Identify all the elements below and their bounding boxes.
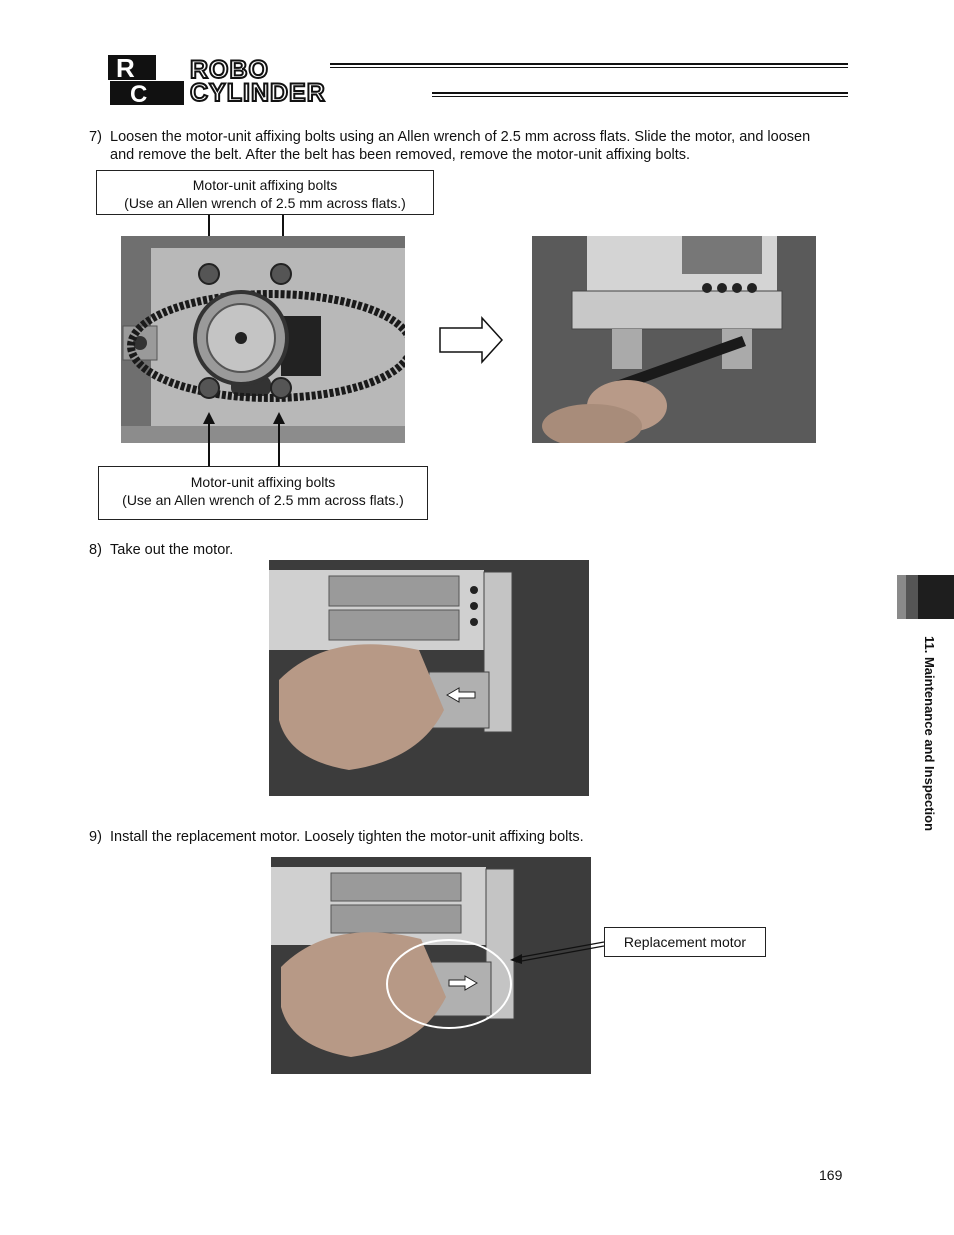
step-9-text: Install the replacement motor. Loosely t… — [110, 829, 584, 845]
step-8-text: Take out the motor. — [110, 542, 234, 558]
callout-bolts-bottom-line1: Motor-unit affixing bolts — [190, 474, 336, 490]
logo-word-cylinder: CYLINDER — [189, 79, 326, 107]
step-8-number: 8) — [89, 542, 102, 558]
page-number: 169 — [819, 1167, 843, 1183]
step-7-text-line2: and remove the belt. After the belt has … — [110, 147, 691, 163]
photo-removing-belt — [532, 236, 816, 443]
pointer-line-icon — [510, 941, 605, 964]
step-7-number: 7) — [89, 129, 102, 145]
svg-text:C: C — [130, 81, 147, 105]
step-7-text-line1: Loosen the motor-unit affixing bolts usi… — [110, 129, 811, 145]
header-rule-top — [330, 63, 848, 65]
section-label: 11. Maintenance and Inspection — [922, 636, 937, 832]
header-rule-bottom — [432, 92, 848, 94]
side-tab-gray-2 — [906, 575, 918, 619]
callout-bolts-top: Motor-unit affixing bolts (Use an Allen … — [96, 170, 434, 215]
svg-text:R: R — [116, 55, 135, 83]
callout-bolts-bottom: Motor-unit affixing bolts (Use an Allen … — [98, 466, 428, 520]
callout-bolts-top-line1: Motor-unit affixing bolts — [192, 177, 338, 193]
side-tab-dark — [918, 575, 954, 619]
photo-install-replacement — [271, 857, 591, 1074]
callout-replacement-motor: Replacement motor — [604, 927, 766, 957]
arrow-right-icon — [439, 316, 504, 364]
rc-logo-icon: R C R C — [108, 55, 186, 105]
logo-word-robo: ROBO — [189, 56, 269, 84]
callout-bolts-top-line2: (Use an Allen wrench of 2.5 mm across fl… — [124, 195, 406, 211]
photo-take-out-motor — [269, 560, 589, 796]
callout-bolts-bottom-line2: (Use an Allen wrench of 2.5 mm across fl… — [122, 492, 404, 508]
header-rule-top-thin — [330, 67, 848, 68]
photo-motor-pulley — [121, 236, 405, 443]
arrow-up-icon — [203, 412, 285, 468]
side-tab-gray-1 — [897, 575, 906, 619]
header-rule-bottom-thin — [432, 96, 848, 97]
step-9-number: 9) — [89, 829, 102, 845]
